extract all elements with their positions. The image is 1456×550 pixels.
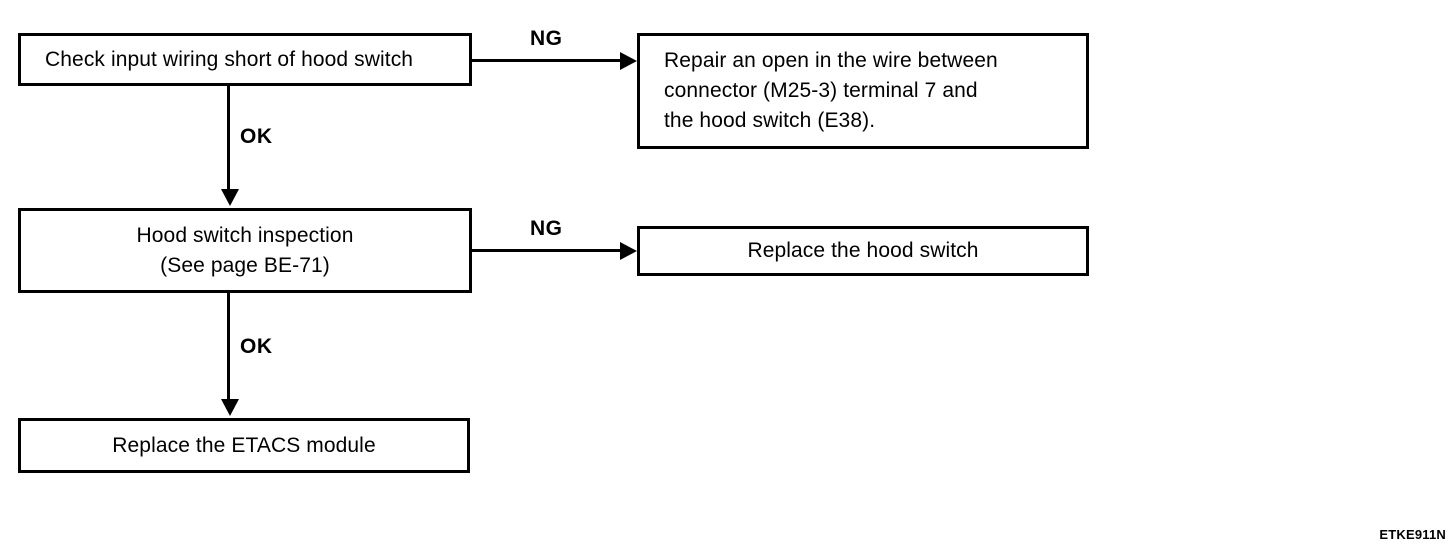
arrowhead-right-icon xyxy=(620,242,637,260)
flow-node-label: Check input wiring short of hood switch xyxy=(45,47,414,71)
arrowhead-down-icon xyxy=(221,189,239,206)
connector-ok-hood-inspection-to-replace-etacs xyxy=(227,293,230,401)
edge-label-ng-1: NG xyxy=(530,27,563,50)
connector-ng-check-input-to-repair-open xyxy=(472,59,622,62)
edge-label-ok-1: OK xyxy=(240,125,273,148)
flow-node-replace-hood-switch: Replace the hood switch xyxy=(637,226,1089,276)
edge-label-ng-2: NG xyxy=(530,217,563,240)
flow-node-label: Hood switch inspection (See page BE-71) xyxy=(136,223,354,277)
flow-node-label: Repair an open in the wire between conne… xyxy=(664,49,998,132)
flow-node-hood-switch-inspection: Hood switch inspection (See page BE-71) xyxy=(18,208,472,293)
arrowhead-right-icon xyxy=(620,52,637,70)
flow-node-label: Replace the hood switch xyxy=(747,239,979,263)
edge-label-ok-2: OK xyxy=(240,335,273,358)
arrowhead-down-icon xyxy=(221,399,239,416)
flow-node-repair-open-wire: Repair an open in the wire between conne… xyxy=(637,33,1089,149)
flow-node-label: Replace the ETACS module xyxy=(112,433,376,457)
connector-ok-check-input-to-hood-inspection xyxy=(227,86,230,191)
figure-code: ETKE911N xyxy=(1379,527,1446,542)
flow-node-check-input-wiring-short: Check input wiring short of hood switch xyxy=(18,33,472,86)
flow-node-replace-etacs-module: Replace the ETACS module xyxy=(18,418,470,473)
connector-ng-hood-inspection-to-replace-switch xyxy=(472,249,622,252)
